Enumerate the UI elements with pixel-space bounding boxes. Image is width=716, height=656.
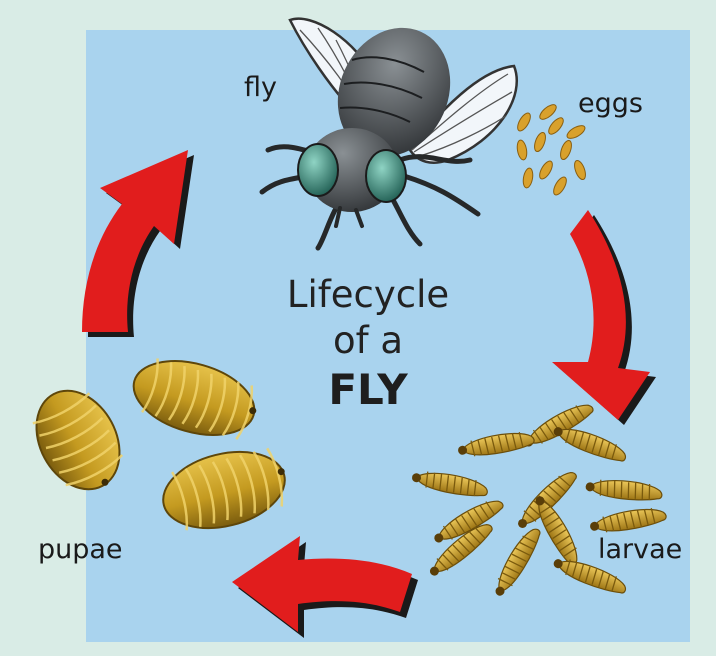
title-line-1: Lifecycle [258,272,478,318]
stage-label-fly: fly [244,72,277,103]
title-line-3: FLY [258,364,478,416]
title-line-2: of a [258,318,478,364]
stage-label-pupae: pupae [38,534,123,565]
stage-label-larvae: larvae [598,534,682,565]
diagram-title: Lifecycle of a FLY [258,272,478,416]
stage-label-eggs: eggs [578,88,643,119]
